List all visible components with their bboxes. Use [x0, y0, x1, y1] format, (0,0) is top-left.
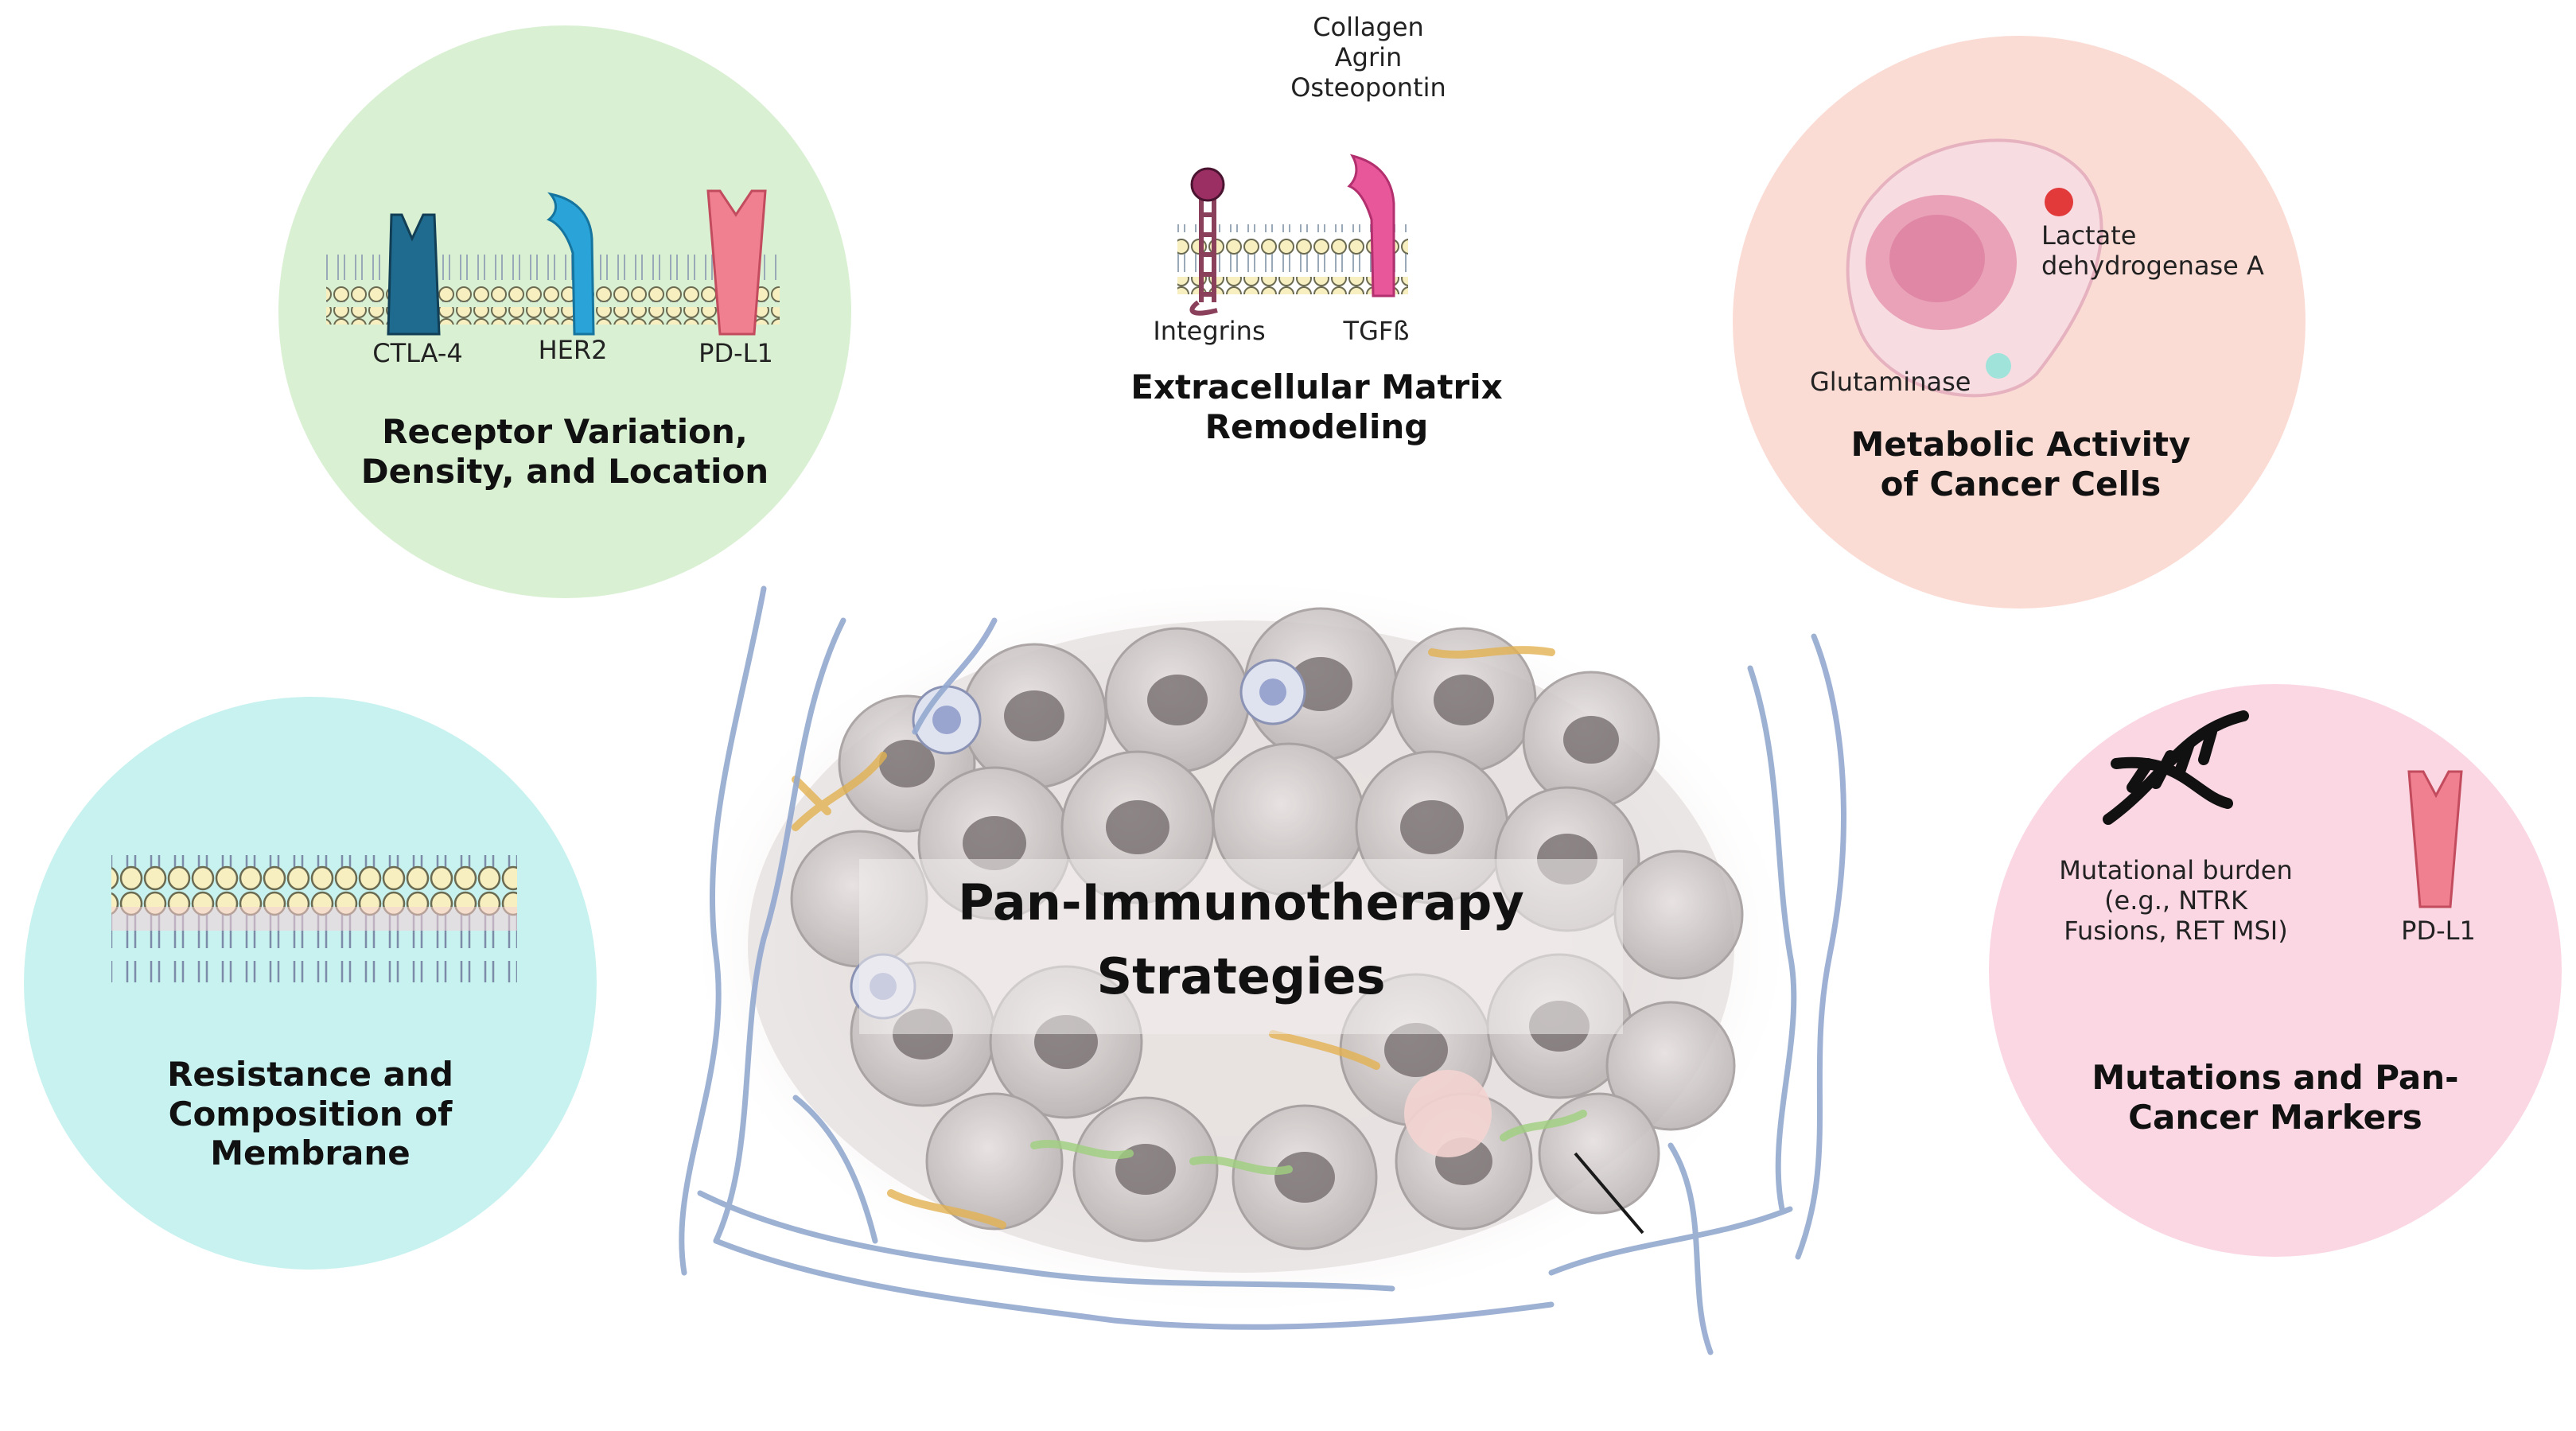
her2-label: HER2: [538, 335, 608, 365]
membrane-title: Resistance and Composition of Membrane: [64, 1055, 557, 1173]
mutations-circle: [1989, 684, 2562, 1257]
membrane-title-line1: Resistance and: [167, 1055, 453, 1094]
agrin-label: Agrin: [1334, 41, 1403, 72]
lactate-dehydrogenase-marker-icon: [2045, 188, 2073, 216]
center-title-line2: Strategies: [1096, 947, 1386, 1005]
integrin-ligand-icon: [1190, 167, 1225, 202]
tgfb-receptor-icon: [1347, 154, 1395, 297]
ecm-membrane: [1177, 154, 1408, 316]
ecm-title-line1: Extracellular Matrix: [1130, 367, 1503, 406]
pdl1-receptor-label: PD-L1: [698, 338, 773, 368]
glutaminase-marker-icon: [1986, 353, 2011, 379]
metabolic-title-line1: Metabolic Activity: [1850, 425, 2191, 464]
center-title: Pan-Immunotherapy Strategies: [883, 865, 1599, 1013]
pdl1-marker-label: PD-L1: [2401, 916, 2476, 946]
glutaminase-label: Glutaminase: [1810, 367, 1971, 397]
lactate-label: Lactate dehydrogenase A: [2041, 220, 2296, 282]
pdl1-receptor-icon: [706, 189, 767, 336]
center-title-backdrop: [859, 859, 1623, 1034]
mutations-title-line1: Mutations and Pan-: [2092, 1058, 2459, 1097]
ecm-title-line2: Remodeling: [1204, 406, 1429, 446]
mutations-title-line2: Cancer Markers: [2128, 1097, 2422, 1137]
ecm-ligands: Collagen Agrin Osteopontin: [1281, 12, 1456, 103]
tgfb-label: TGFß: [1343, 316, 1410, 346]
burden-line2: (e.g., NTRK: [2104, 885, 2247, 916]
receptor-title: Receptor Variation, Density, and Locatio…: [326, 412, 804, 491]
membrane-title-line2: Composition of: [168, 1094, 453, 1134]
membrane-title-line3: Membrane: [210, 1134, 411, 1173]
mutational-burden-label: Mutational burden (e.g., NTRK Fusions, R…: [2025, 855, 2327, 946]
pdl1-marker-icon: [2407, 770, 2463, 908]
integrins-label: Integrins: [1153, 316, 1266, 346]
ctla4-label: CTLA-4: [372, 338, 463, 368]
receptor-title-line2: Density, and Location: [360, 451, 769, 491]
burden-line1: Mutational burden: [2059, 855, 2293, 885]
ecm-title: Extracellular Matrix Remodeling: [1074, 367, 1559, 446]
cancer-cell-illustration: [1846, 138, 2103, 398]
her2-receptor-icon: [547, 192, 595, 336]
burden-line3: Fusions, RET MSI): [2064, 915, 2288, 946]
metabolic-title-line2: of Cancer Cells: [1880, 464, 2162, 504]
ctla4-receptor-icon: [387, 213, 441, 336]
integrin-icon: [1189, 199, 1218, 316]
center-title-line1: Pan-Immunotherapy: [958, 873, 1524, 931]
receptor-membrane: [326, 189, 780, 336]
dna-icon: [2103, 710, 2249, 825]
lactate-label-line2: dehydrogenase A: [2041, 250, 2264, 281]
mutations-title: Mutations and Pan- Cancer Markers: [2037, 1058, 2514, 1137]
collagen-label: Collagen: [1313, 12, 1424, 42]
lactate-label-line1: Lactate: [2041, 220, 2137, 251]
receptor-title-line1: Receptor Variation,: [382, 412, 748, 451]
osteopontin-label: Osteopontin: [1290, 72, 1446, 103]
membrane-circle: [24, 697, 597, 1270]
metabolic-title: Metabolic Activity of Cancer Cells: [1782, 425, 2259, 504]
